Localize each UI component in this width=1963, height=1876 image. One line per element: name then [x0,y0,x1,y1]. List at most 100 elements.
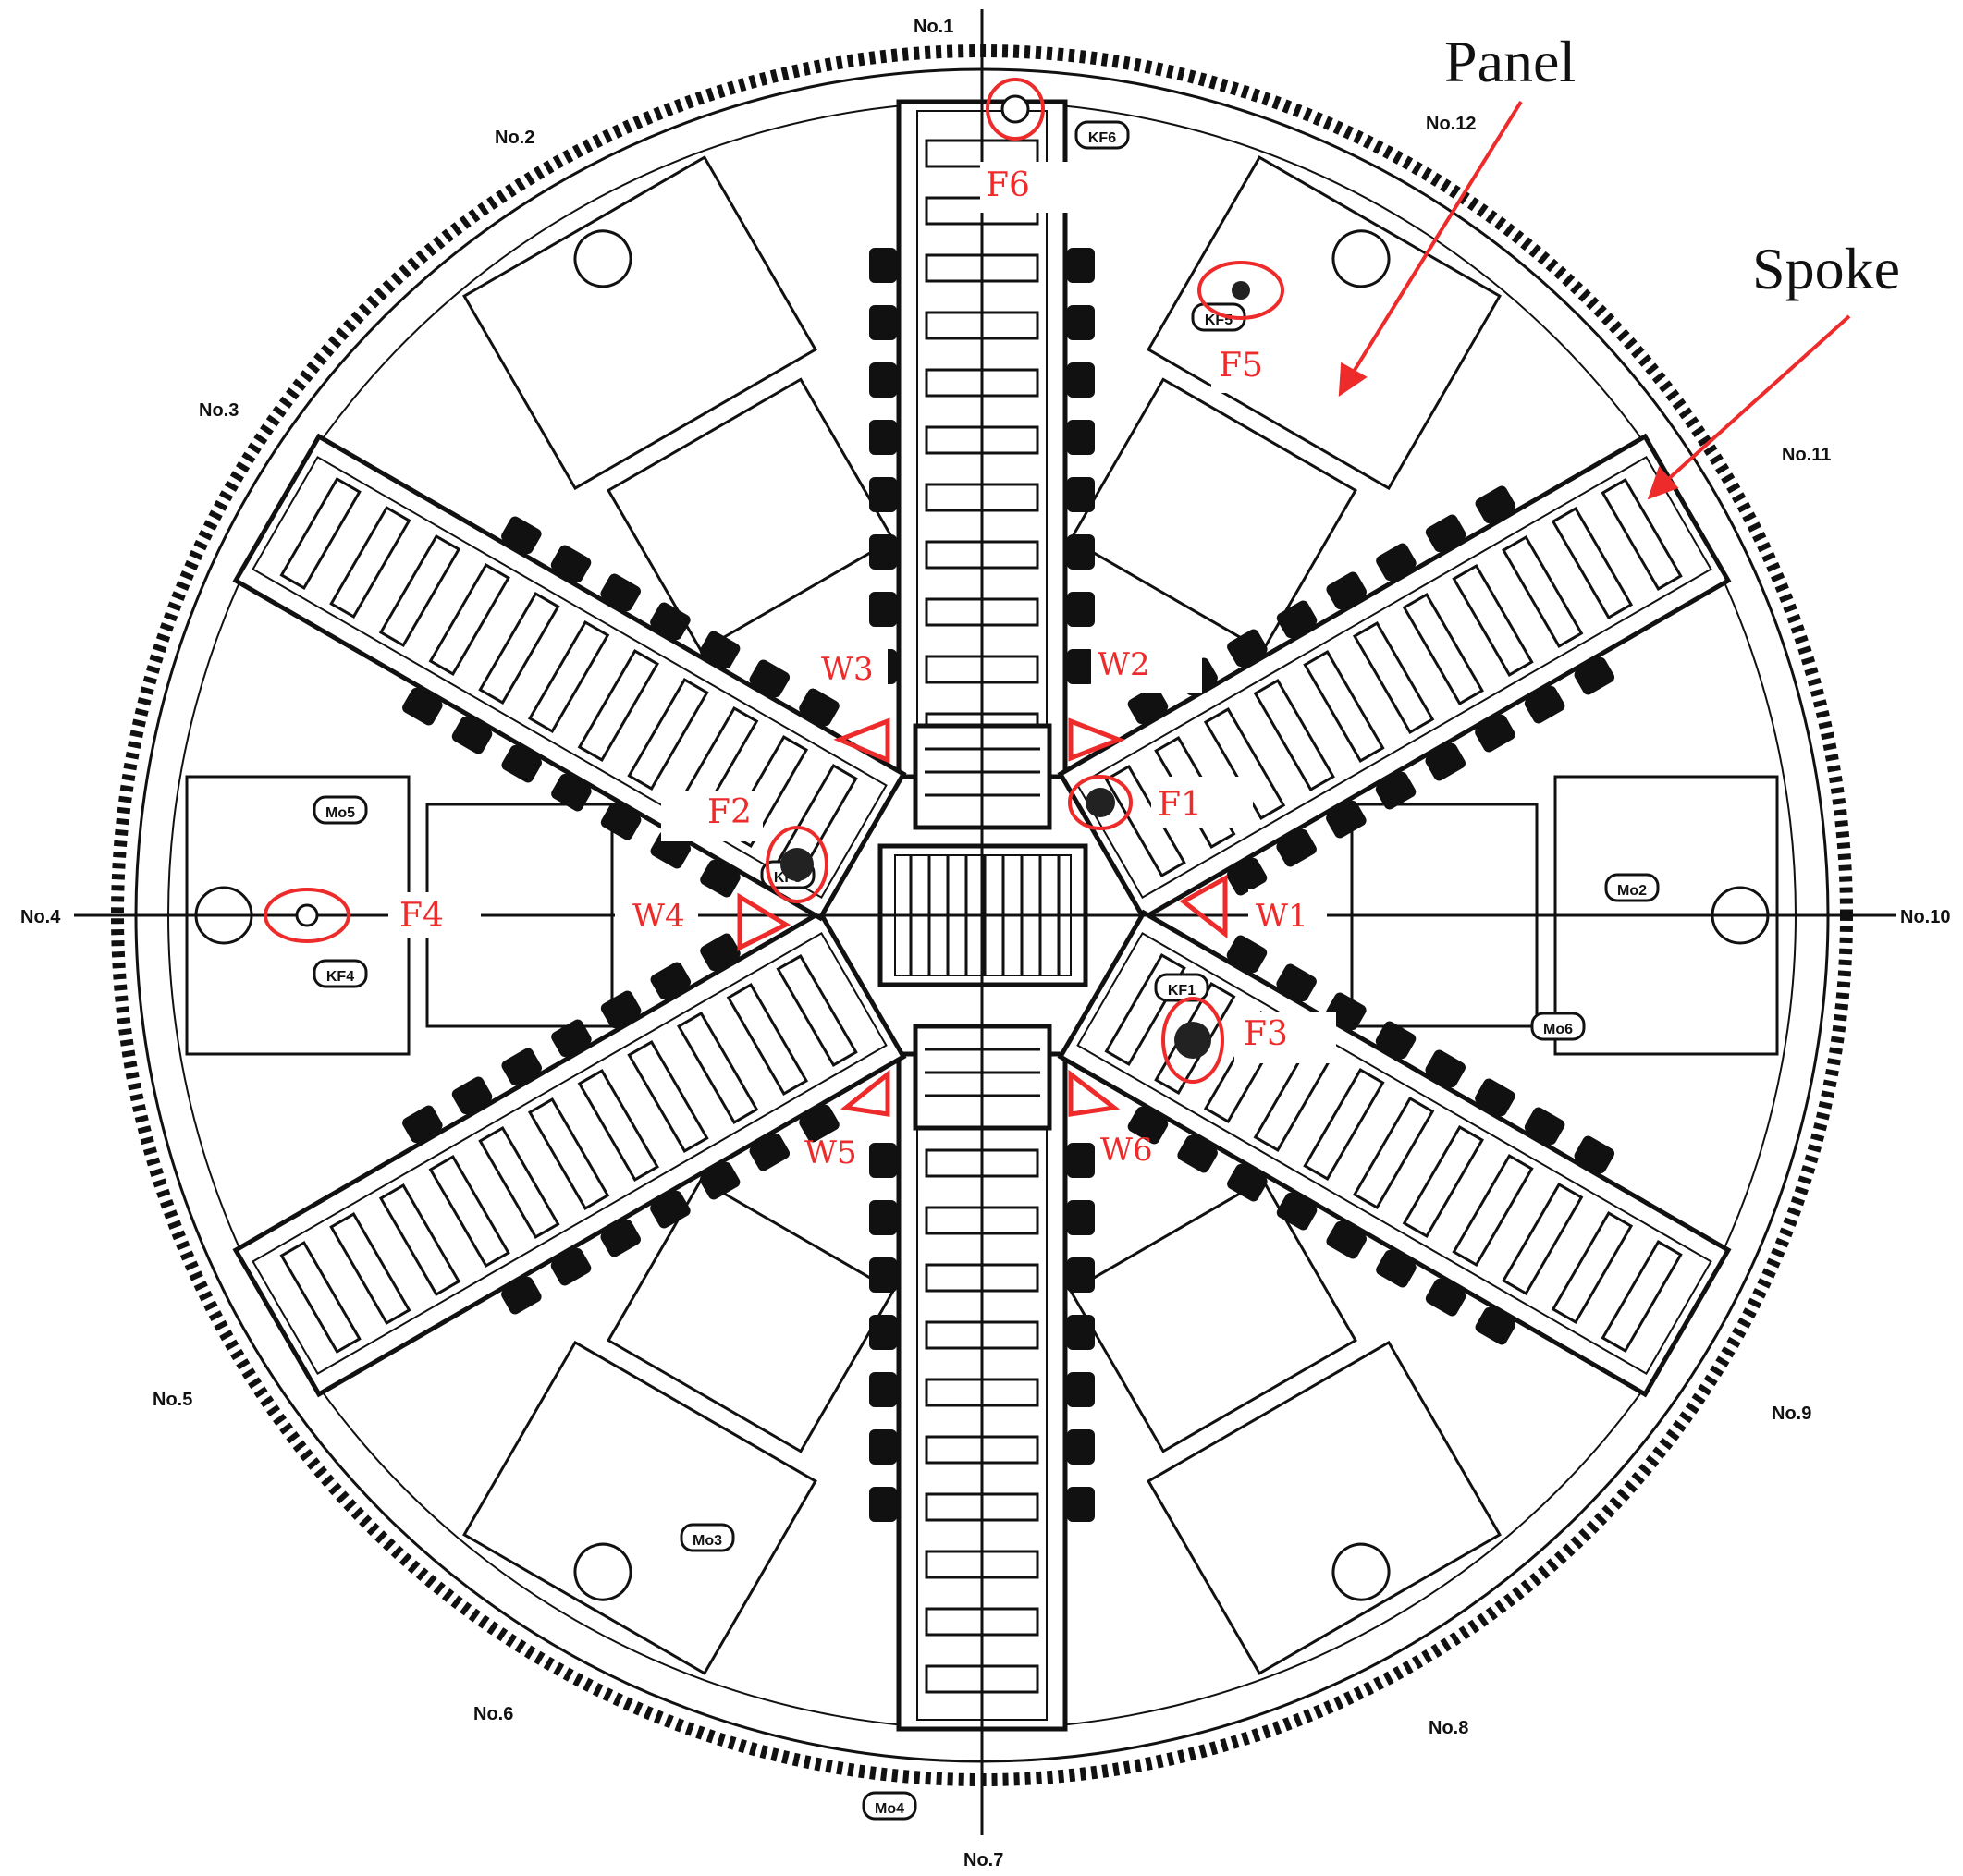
scraper-block [1425,1278,1466,1317]
scraper-block [1067,649,1095,684]
cutter-tool [1551,1210,1634,1325]
scraper-block [869,1257,897,1293]
cutter-tool [527,1097,610,1211]
scraper-block [1326,1220,1367,1259]
f1-marker [1068,775,1133,830]
cutter-tool [627,1039,709,1154]
f-sensor-markers [264,78,1284,1084]
label-w3: W3 [821,651,874,688]
scraper-block [869,1315,897,1350]
cutter-tool [478,591,560,705]
cutter-tool [1104,952,1186,1067]
panel [1069,155,1502,653]
scraper-block [1227,629,1268,668]
tag-pill-mo6 [1530,1012,1586,1041]
tag-label-mo5: Mo5 [325,805,355,821]
scraper-block [1127,686,1169,725]
scraper-block [749,659,791,698]
scraper-block [501,1048,542,1086]
cutter-tool [1551,506,1634,620]
cutter-tool [1303,1067,1385,1182]
spokes-group [232,99,1732,1732]
panel [1069,1178,1502,1675]
spoke-body [232,909,907,1398]
scraper-block [1276,828,1317,867]
w2-marker [1068,717,1125,762]
scraper-block [869,305,897,340]
cutter-tool [329,505,411,619]
scraper-block [451,1076,493,1115]
spoke-label-no2: No.2 [495,128,534,148]
spoke-body [232,433,907,922]
tag-pill-kf6 [1074,120,1130,150]
scraper-block [1524,1107,1565,1146]
scraper-block [1067,477,1095,512]
cutter-tool [1601,477,1683,592]
scraper-block [1524,685,1565,724]
panel-outline [1069,1178,1502,1675]
scraper-block [1376,1249,1417,1288]
scraper-block [650,962,692,1000]
scraper-block [1574,1135,1615,1174]
cutter-tool [1203,706,1286,821]
w6-marker [1068,1069,1121,1117]
cutter-tool [726,982,809,1097]
cutter-tool [1452,1153,1534,1268]
scraper-block [1375,1021,1417,1060]
cutter-tool [677,1011,759,1125]
spoke-label-no10: No.10 [1900,907,1950,927]
spoke-label-no9: No.9 [1772,1404,1811,1424]
w1-marker [1179,874,1228,939]
scraper-block [1067,1429,1095,1465]
f5-marker [1197,261,1284,320]
spoke-label-no1: No.1 [914,17,953,37]
spoke-label-no11: No.11 [1782,445,1831,465]
scraper-block [799,688,840,727]
scraper-block [869,420,897,455]
scraper-block [749,1133,791,1171]
scraper-block [869,362,897,398]
label-w6: W6 [1100,1132,1153,1169]
tag-pill-mo4 [862,1791,917,1821]
scraper-block [1425,1049,1466,1088]
label-w4: W4 [632,898,685,935]
scraper-block [1127,1106,1169,1145]
tag-label-mo2: Mo2 [1617,883,1647,899]
cutter-tool [378,1183,461,1297]
panel-fixture [573,1542,632,1601]
scraper-block [799,1104,840,1143]
scraper-block [1067,305,1095,340]
spoke-label-no5: No.5 [153,1390,192,1410]
scraper-block [1227,1163,1268,1202]
scraper-block [869,1487,897,1522]
scraper-block [869,1429,897,1465]
cutter-tool [1303,649,1385,764]
scraper-block [1226,857,1268,896]
f2-marker [766,826,828,903]
scraper-block [402,687,443,726]
panel-fixture [1331,1542,1391,1601]
panel-outline [1069,155,1502,653]
scraper-block [869,534,897,570]
tag-label-mo4: Mo4 [875,1801,904,1817]
cutter-tool [428,1154,510,1269]
scraper-block [1177,1134,1218,1173]
scraper-block [1067,420,1095,455]
scraper-block [650,602,691,641]
tag-label-kf1: KF1 [1168,983,1196,999]
scraper-block [1067,1315,1095,1350]
scraper-block [501,1276,542,1315]
scraper-block [869,1372,897,1407]
tag-label-mo3: Mo3 [693,1533,722,1549]
f6-marker [986,78,1045,141]
spoke-label-no6: No.6 [473,1704,513,1724]
scraper-block [1067,534,1095,570]
cutter-tool [329,1211,411,1326]
scraper-block [501,516,542,555]
scraper-block [1425,514,1466,553]
scraper-block [1067,1372,1095,1407]
cutter-tool [627,677,709,791]
spoke-label-no8: No.8 [1429,1718,1468,1738]
label-f6: F6 [986,166,1030,204]
cutter-tool [378,533,461,648]
